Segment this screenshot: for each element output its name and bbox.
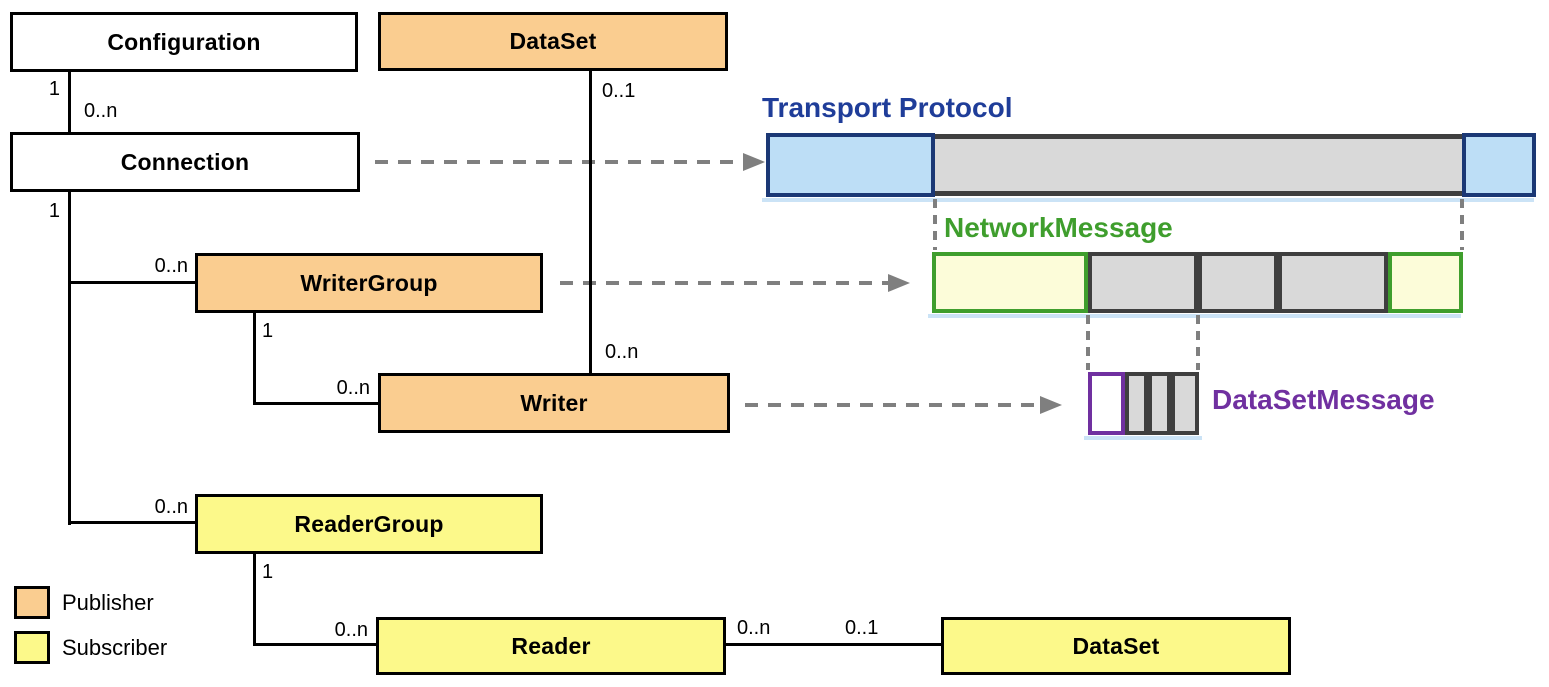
multiplicity-label: 1: [262, 320, 274, 342]
network-bar-shadow: [928, 314, 1461, 318]
node-dataset-bottom: DataSet: [941, 617, 1291, 675]
node-configuration: Configuration: [10, 12, 358, 72]
multiplicity-label: 1: [262, 561, 274, 583]
multiplicity-label: 0..n: [154, 496, 188, 518]
node-readergroup: ReaderGroup: [195, 494, 543, 554]
connection-to-transport-arrow: [375, 160, 743, 164]
transport-footer-segment: [1462, 133, 1536, 197]
node-connection: Connection: [10, 132, 360, 192]
legend-publisher-swatch: [14, 586, 50, 619]
network-datasetmsg-right-guide: [1196, 315, 1200, 370]
network-footer-segment: [1388, 252, 1463, 313]
dataset-message-label: DataSetMessage: [1212, 384, 1435, 415]
node-dataset-top: DataSet: [378, 12, 728, 71]
network-datasetmsg-left-guide: [1086, 315, 1090, 370]
writergroup-to-networkmessage-arrowhead-icon: [888, 274, 910, 292]
datasetmsg-field-segment-3: [1171, 372, 1199, 435]
datasetmsg-header-segment: [1088, 372, 1125, 435]
multiplicity-label: 0..n: [334, 619, 368, 641]
connection-to-transport-arrowhead-icon: [743, 153, 765, 171]
network-payload-segment-2: [1198, 252, 1278, 313]
network-message-label: NetworkMessage: [944, 212, 1173, 243]
connector-writergroup-writer-v: [253, 313, 256, 405]
datasetmsg-bar-shadow: [1084, 436, 1202, 440]
writer-to-datasetmessage-arrow: [745, 403, 1040, 407]
node-writer: Writer: [378, 373, 730, 433]
network-payload-segment-3: [1278, 252, 1388, 313]
transport-network-left-guide: [933, 199, 937, 250]
multiplicity-label: 1: [48, 200, 60, 222]
transport-network-right-guide: [1460, 199, 1464, 250]
multiplicity-label: 0..n: [605, 341, 639, 363]
node-reader: Reader: [376, 617, 726, 675]
writergroup-to-networkmessage-arrow: [560, 281, 888, 285]
connector-connection-writergroup: [68, 281, 195, 284]
transport-protocol-label: Transport Protocol: [762, 92, 1013, 123]
datasetmsg-field-segment-1: [1125, 372, 1148, 435]
datasetmsg-field-segment-2: [1148, 372, 1171, 435]
connector-dataset-writer: [589, 71, 592, 373]
multiplicity-label: 0..1: [602, 80, 636, 102]
multiplicity-label: 0..n: [737, 617, 771, 639]
transport-bar-shadow: [762, 198, 1534, 202]
transport-payload-segment: [935, 134, 1462, 196]
connector-reader-dataset: [726, 643, 941, 646]
multiplicity-label: 0..n: [336, 377, 370, 399]
connector-connection-readergroup: [68, 521, 195, 524]
writer-to-datasetmessage-arrowhead-icon: [1040, 396, 1062, 414]
legend-subscriber-label: Subscriber: [62, 635, 168, 660]
multiplicity-label: 0..n: [154, 255, 188, 277]
connector-readergroup-reader-h: [253, 643, 376, 646]
legend-subscriber-swatch: [14, 631, 50, 664]
connector-config-connection: [68, 72, 71, 132]
legend-publisher-label: Publisher: [62, 590, 154, 615]
node-writergroup: WriterGroup: [195, 253, 543, 313]
connector-readergroup-reader-v: [253, 554, 256, 646]
connector-writergroup-writer-h: [253, 402, 378, 405]
connector-connection-trunk: [68, 192, 71, 525]
multiplicity-label: 1: [48, 78, 60, 100]
network-payload-segment-1: [1088, 252, 1198, 313]
network-header-segment: [932, 252, 1088, 313]
transport-header-segment: [766, 133, 935, 197]
multiplicity-label: 0..1: [845, 617, 879, 639]
multiplicity-label: 0..n: [84, 100, 118, 122]
